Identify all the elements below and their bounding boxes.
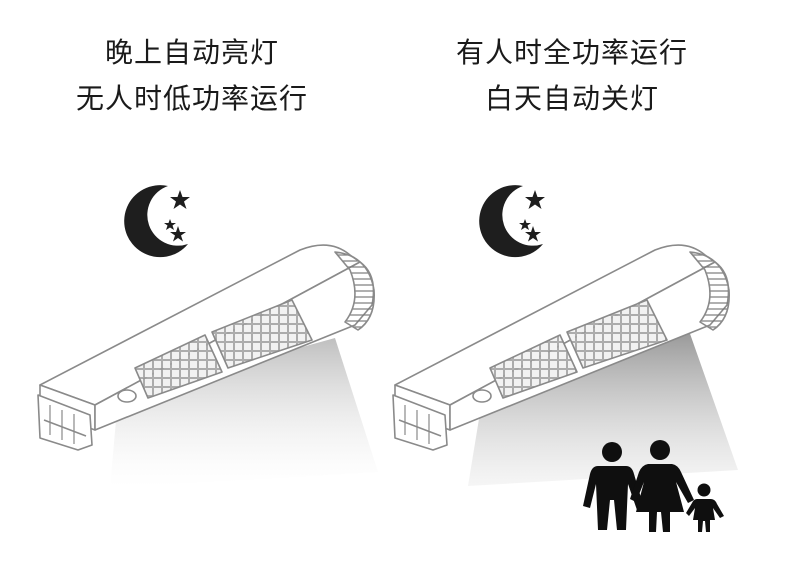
left-light-beam (110, 338, 378, 488)
right-caption-line2: 白天自动关灯 (484, 82, 659, 115)
left-motion-sensor (117, 389, 137, 403)
left-caption: 晚上自动亮灯 无人时低功率运行 (12, 30, 372, 122)
right-led-panel (489, 334, 578, 399)
left-caption-line1: 晚上自动亮灯 (104, 36, 279, 69)
star-icon (164, 219, 176, 230)
left-led-panel (134, 334, 223, 399)
star-icon (170, 226, 186, 242)
right-led-panel (566, 299, 668, 369)
left-street-lamp (37, 244, 375, 451)
right-motion-sensor (472, 389, 492, 403)
right-moon-icon (479, 185, 545, 258)
star-icon (525, 226, 541, 242)
left-scene (37, 185, 378, 488)
left-caption-line2: 无人时低功率运行 (75, 82, 308, 115)
family-silhouette-icon (583, 440, 724, 532)
right-caption-line1: 有人时全功率运行 (455, 36, 688, 69)
star-icon (170, 190, 190, 209)
right-caption: 有人时全功率运行 白天自动关灯 (392, 30, 752, 122)
left-moon-icon (124, 185, 190, 258)
left-led-panel (211, 299, 313, 369)
right-street-lamp (392, 244, 730, 451)
star-icon (525, 190, 545, 209)
star-icon (519, 219, 531, 230)
right-scene (392, 185, 738, 532)
